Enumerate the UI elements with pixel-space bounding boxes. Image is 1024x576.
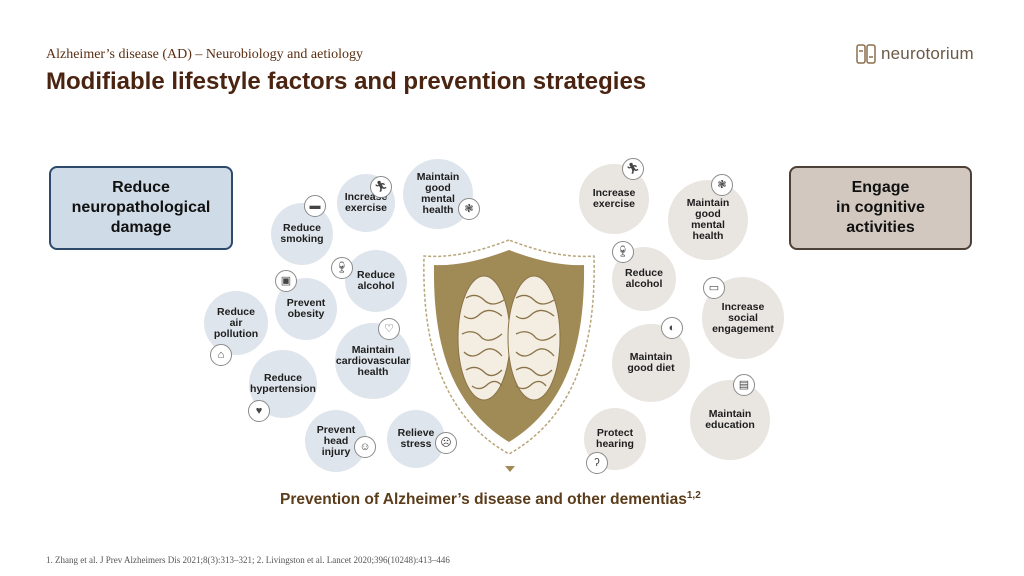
factor-label: Protect hearing xyxy=(596,427,634,450)
factor-label: Increase exercise xyxy=(344,191,388,214)
factor-label: Increase exercise xyxy=(592,187,636,210)
left-factor-cardiovascular-health: Maintain cardiovascular health xyxy=(335,323,411,399)
brain-icon: ❃ xyxy=(711,174,733,196)
down-arrow-icon xyxy=(505,466,515,472)
reduce-damage-box: Reduce neuropathological damage xyxy=(49,166,233,250)
factor-label: Maintain good mental health xyxy=(686,197,730,242)
right-factor-maintain-education: Maintain education xyxy=(690,380,770,460)
apple-icon: ◐ xyxy=(661,317,683,339)
factor-label: Maintain good mental health xyxy=(416,171,460,216)
logo-text: neurotorium xyxy=(881,44,974,63)
brain-left-hemisphere xyxy=(457,275,511,401)
chat-icon: ▭ xyxy=(703,277,725,299)
brain-shield-icon xyxy=(423,239,595,455)
factor-label: Increase social engagement xyxy=(712,300,774,335)
wine-glass-icon: 🍷︎ xyxy=(331,257,353,279)
factor-label: Reduce alcohol xyxy=(357,269,395,292)
factor-label: Reduce air pollution xyxy=(213,305,259,340)
caption-superscript: 1,2 xyxy=(686,490,701,501)
wine-glass-icon: 🍷︎ xyxy=(612,241,634,263)
ear-icon: ʔ xyxy=(586,452,608,474)
heart-icon: ♡ xyxy=(378,318,400,340)
slide-title: Modifiable lifestyle factors and prevent… xyxy=(46,68,647,95)
references: 1. Zhang et al. J Prev Alzheimers Dis 20… xyxy=(46,555,450,565)
factor-label: Prevent head injury xyxy=(316,423,356,458)
cigarette-icon: ▬ xyxy=(304,195,326,217)
head-stress-icon: ☹ xyxy=(435,432,457,454)
left-factor-reduce-alcohol: Reduce alcohol xyxy=(345,250,407,312)
running-icon: 🏃︎ xyxy=(370,176,392,198)
heart-pulse-icon: ♥ xyxy=(248,400,270,422)
logo-icon xyxy=(856,44,876,64)
right-factor-mental-health: Maintain good mental health xyxy=(668,180,748,260)
book-icon: ▤ xyxy=(733,374,755,396)
brain-icon: ❃ xyxy=(458,198,480,220)
factor-label: Reduce alcohol xyxy=(625,267,663,290)
caption-text: Prevention of Alzheimer’s disease and ot… xyxy=(280,491,687,509)
cognitive-activities-box: Engage in cognitive activities xyxy=(789,166,972,250)
left-factor-reduce-hypertension: Reduce hypertension xyxy=(249,350,317,418)
factor-label: Relieve stress xyxy=(397,427,435,450)
brain-right-hemisphere xyxy=(507,275,561,401)
scale-icon: ▣ xyxy=(275,270,297,292)
neurotorium-logo[interactable]: neurotorium xyxy=(856,43,974,65)
factor-label: Reduce hypertension xyxy=(250,372,316,395)
factor-label: Maintain good diet xyxy=(627,351,675,374)
running-icon: 🏃︎ xyxy=(622,158,644,180)
factor-label: Prevent obesity xyxy=(286,297,326,320)
left-factor-air-pollution: Reduce air pollution xyxy=(204,291,268,355)
prevention-caption: Prevention of Alzheimer’s disease and ot… xyxy=(280,490,701,509)
factor-label: Maintain cardiovascular health xyxy=(335,343,411,378)
factor-label: Maintain education xyxy=(705,408,755,431)
head-icon: ☺ xyxy=(354,436,376,458)
factor-label: Reduce smoking xyxy=(280,222,324,245)
slide-subtitle: Alzheimer’s disease (AD) – Neurobiology … xyxy=(46,47,363,62)
factory-icon: ⌂ xyxy=(210,344,232,366)
